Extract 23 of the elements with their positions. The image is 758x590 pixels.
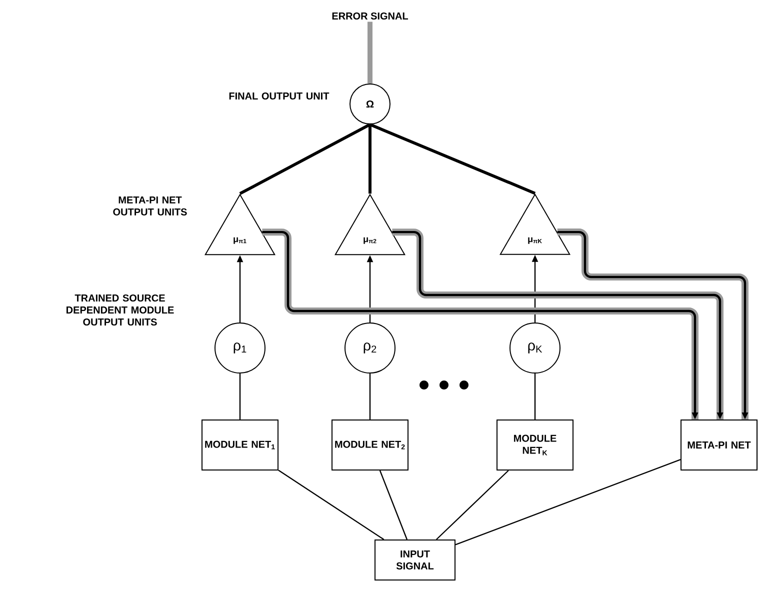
connector: [392, 228, 724, 420]
error-signal-label: ERROR SIGNAL: [332, 12, 408, 20]
connector: [534, 374, 536, 420]
connector: [239, 374, 241, 420]
node-caption: FINAL OUTPUT UNIT: [229, 92, 330, 100]
connector: [557, 228, 748, 420]
connector: [278, 470, 384, 540]
connector: [369, 374, 371, 420]
connector: [455, 458, 681, 546]
connector: [262, 228, 698, 420]
network-box: MODULE NET$_{1}$: [202, 420, 278, 470]
connector: [239, 123, 371, 195]
layer-label: TRAINED SOURCE DEPENDENT MODULE OUTPUT UNITS: [66, 294, 174, 326]
connector: [369, 123, 536, 195]
connector: [436, 470, 509, 540]
network-box: MODULE NET$_{2}$: [332, 420, 408, 470]
network-box: META-PI NET: [680, 420, 758, 470]
layer-label: META-PI NET OUTPUT UNITS: [113, 196, 187, 216]
connector: [379, 470, 408, 540]
network-box: MODULE NET$_{K}$: [496, 420, 574, 470]
input-box: INPUT SIGNAL: [374, 540, 456, 580]
connector: [368, 124, 372, 194]
connector: [368, 22, 372, 84]
